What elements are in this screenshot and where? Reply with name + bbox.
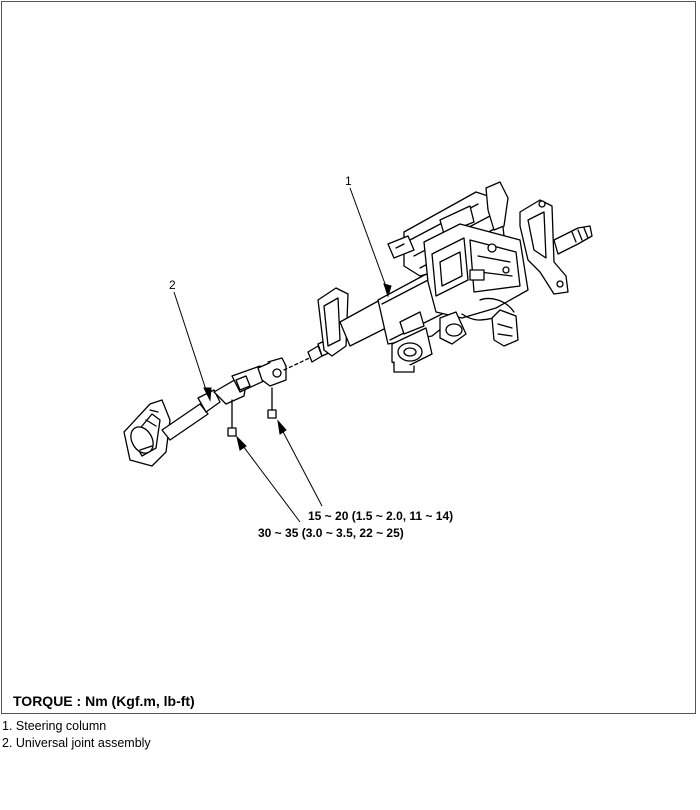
legend-item-steering-column: 1. Steering column xyxy=(2,719,107,733)
universal-joint-assembly xyxy=(123,357,287,467)
bolt-lower xyxy=(227,399,237,437)
torque-leader-upper xyxy=(277,419,323,507)
torque-units-label: TORQUE : Nm (Kgf.m, lb-ft) xyxy=(13,693,195,709)
legend-item-universal-joint: 2. Universal joint assembly xyxy=(2,736,151,750)
steering-column xyxy=(307,181,593,373)
bolt-upper xyxy=(267,387,277,419)
torque-leader-lower xyxy=(236,435,301,523)
callout-leader-2 xyxy=(173,291,212,402)
callout-number-2: 2 xyxy=(169,278,176,292)
parts-legend: 1. Steering column 2. Universal joint as… xyxy=(2,718,151,752)
callout-leader-1 xyxy=(349,187,392,298)
torque-value-upper-bolt: 15 ~ 20 (1.5 ~ 2.0, 11 ~ 14) xyxy=(308,509,454,523)
figure-frame xyxy=(1,1,696,714)
callout-number-1: 1 xyxy=(345,174,352,188)
torque-value-lower-bolt: 30 ~ 35 (3.0 ~ 3.5, 22 ~ 25) xyxy=(258,526,404,540)
